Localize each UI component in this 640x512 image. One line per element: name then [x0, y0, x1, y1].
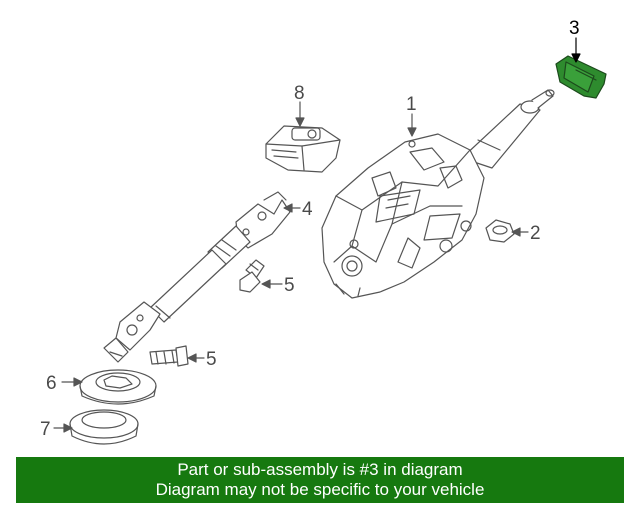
- callout-8: 8: [294, 83, 305, 104]
- parts-diagram: 3 1 8 4 2 5 5 6 7: [40, 18, 607, 445]
- callout-4: 4: [302, 199, 313, 220]
- control-module: [265, 125, 341, 173]
- bolt-upper-part-5: [239, 259, 265, 293]
- callout-5-lower: 5: [206, 349, 217, 370]
- bolt-lower-part-5: [149, 345, 189, 367]
- boot-seal-part-6: [79, 369, 157, 405]
- part-info-banner: Part or sub-assembly is #3 in diagram Di…: [16, 457, 624, 503]
- banner-line-2: Diagram may not be specific to your vehi…: [155, 480, 485, 499]
- callout-1: 1: [406, 94, 417, 115]
- leader-lines: [53, 37, 581, 433]
- clip-part-3-highlighted: [555, 55, 607, 99]
- callout-6: 6: [46, 373, 57, 394]
- banner-line-1: Part or sub-assembly is #3 in diagram: [177, 460, 463, 479]
- nut-part-2: [485, 219, 515, 243]
- callout-2: 2: [530, 223, 541, 244]
- callout-5-upper: 5: [284, 275, 295, 296]
- callout-7: 7: [40, 419, 51, 440]
- seal-part-7: [69, 409, 139, 445]
- callout-3: 3: [569, 18, 580, 39]
- intermediate-shaft: [103, 191, 291, 363]
- steering-column-assembly: [321, 89, 555, 299]
